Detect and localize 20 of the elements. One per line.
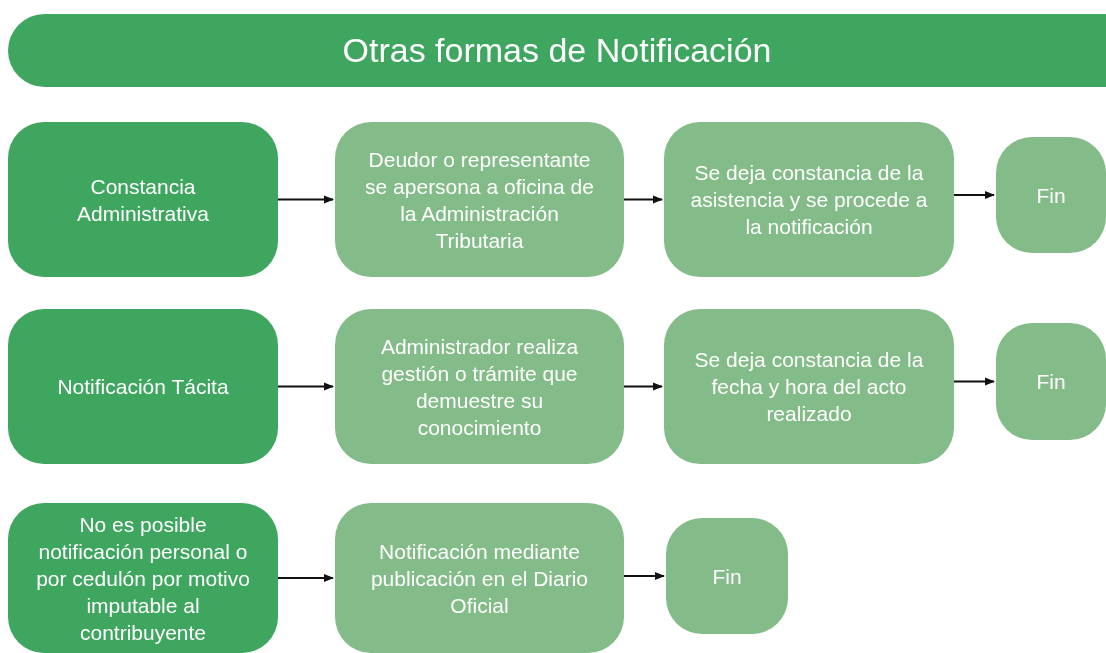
title-banner: Otras formas de Notificación [8, 14, 1106, 87]
arrow [623, 195, 663, 204]
arrow [277, 574, 334, 582]
end-box: Fin [666, 518, 788, 634]
start-box: No es posible notificación personal o por cedulón por motivo imputable al contribuyente [8, 503, 278, 653]
end-box: Fin [996, 323, 1106, 440]
end-box: Fin [996, 137, 1106, 253]
process-box: Notificación mediante publicación en el Diario Oficial [335, 503, 624, 653]
process-box: Deudor o representante se apersona a oficina de la Administración Tributaria [335, 122, 624, 277]
process-box: Administrador realiza gestión o trámite que demuestre su conocimiento [335, 309, 624, 464]
start-box: Constancia Administrativa [8, 122, 278, 277]
start-box: Notificación Tácita [8, 309, 278, 464]
process-box: Se deja constancia de la asistencia y se procede a la notificación [664, 122, 954, 277]
arrow [623, 572, 665, 580]
arrow [623, 382, 663, 391]
arrow [277, 382, 334, 391]
arrow [953, 191, 995, 199]
arrow [277, 195, 334, 204]
arrow [953, 377, 995, 386]
process-box: Se deja constancia de la fecha y hora del acto realizado [664, 309, 954, 464]
